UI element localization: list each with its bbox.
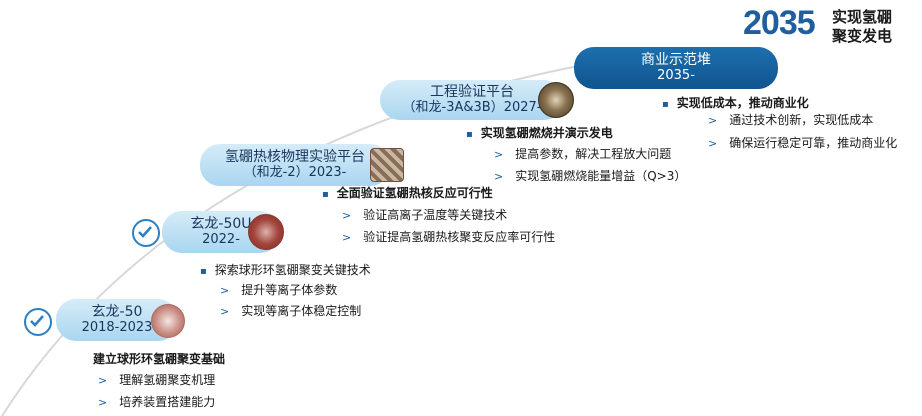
stage-name: 氢硼热核物理实验平台 — [225, 149, 365, 166]
chevron-right-icon: > — [342, 231, 352, 244]
square-bullet-icon: ▪ — [662, 99, 669, 110]
stage-title: ▪实现低成本，推动商业化 — [662, 96, 809, 110]
stage-item: >确保运行稳定可靠，推动商业化 — [708, 136, 898, 150]
chevron-right-icon: > — [98, 396, 108, 409]
stage-item: >培养装置搭建能力 — [98, 395, 216, 409]
goal-line-1: 实现氢硼 — [832, 8, 893, 26]
stage-period: 2018-2023 — [81, 319, 153, 335]
chevron-right-icon: > — [494, 170, 504, 183]
stage-item: >提高参数，解决工程放大问题 — [494, 147, 672, 161]
stage-pill-commercial-demo: 商业示范堆 2035- — [574, 47, 778, 89]
stage-item: >实现等离子体稳定控制 — [220, 304, 362, 318]
goal-line-2: 聚变发电 — [832, 26, 893, 45]
chevron-right-icon: > — [220, 284, 230, 297]
chevron-right-icon: > — [708, 114, 718, 127]
square-bullet-icon: ▪ — [200, 266, 207, 277]
square-bullet-icon: ▪ — [322, 189, 329, 200]
stage-title: 建立球形环氢硼聚变基础 — [93, 352, 226, 366]
tokamak-device-icon — [370, 148, 404, 182]
stage-period: 2022- — [202, 231, 240, 247]
stage-item: >验证提高氢硼热核聚变反应率可行性 — [342, 230, 556, 244]
checkmark-circle-icon — [132, 219, 160, 247]
square-bullet-icon: ▪ — [466, 129, 473, 140]
stage-period: 2035- — [657, 67, 695, 83]
goal-year: 2035 — [743, 4, 816, 42]
stage-item: >通过技术创新，实现低成本 — [708, 113, 874, 127]
stage-pill-helong-3: 工程验证平台 （和龙-3A&3B）2027- — [380, 80, 564, 120]
tokamak-device-icon — [538, 82, 574, 118]
stage-name: 玄龙-50 — [91, 304, 143, 321]
stage-name: 玄龙-50U — [190, 216, 252, 233]
stage-name: 商业示范堆 — [641, 52, 711, 69]
stage-period: （和龙-3A&3B）2027- — [402, 99, 542, 115]
stage-item: >提升等离子体参数 — [220, 283, 338, 297]
stage-item: >验证高离子温度等关键技术 — [342, 208, 508, 222]
chevron-right-icon: > — [98, 374, 108, 387]
stage-period: （和龙-2）2023- — [243, 164, 347, 180]
stage-title: ▪实现氢硼燃烧并演示发电 — [466, 126, 613, 140]
stage-item: >理解氢硼聚变机理 — [98, 373, 216, 387]
goal-text: 实现氢硼 聚变发电 — [832, 8, 922, 46]
checkmark-circle-icon — [24, 308, 52, 336]
chevron-right-icon: > — [342, 209, 352, 222]
stage-pill-helong-2: 氢硼热核物理实验平台 （和龙-2）2023- — [200, 144, 390, 186]
tokamak-device-icon — [151, 304, 185, 338]
stage-title: ▪全面验证氢硼热核反应可行性 — [322, 186, 493, 200]
stage-name: 工程验证平台 — [430, 84, 514, 101]
chevron-right-icon: > — [494, 148, 504, 161]
tokamak-device-icon — [248, 214, 284, 250]
chevron-right-icon: > — [220, 305, 230, 318]
stage-item: >实现氢硼燃烧能量增益（Q>3） — [494, 169, 687, 183]
stage-title: ▪探索球形环氢硼聚变关键技术 — [200, 263, 371, 277]
chevron-right-icon: > — [708, 137, 718, 150]
